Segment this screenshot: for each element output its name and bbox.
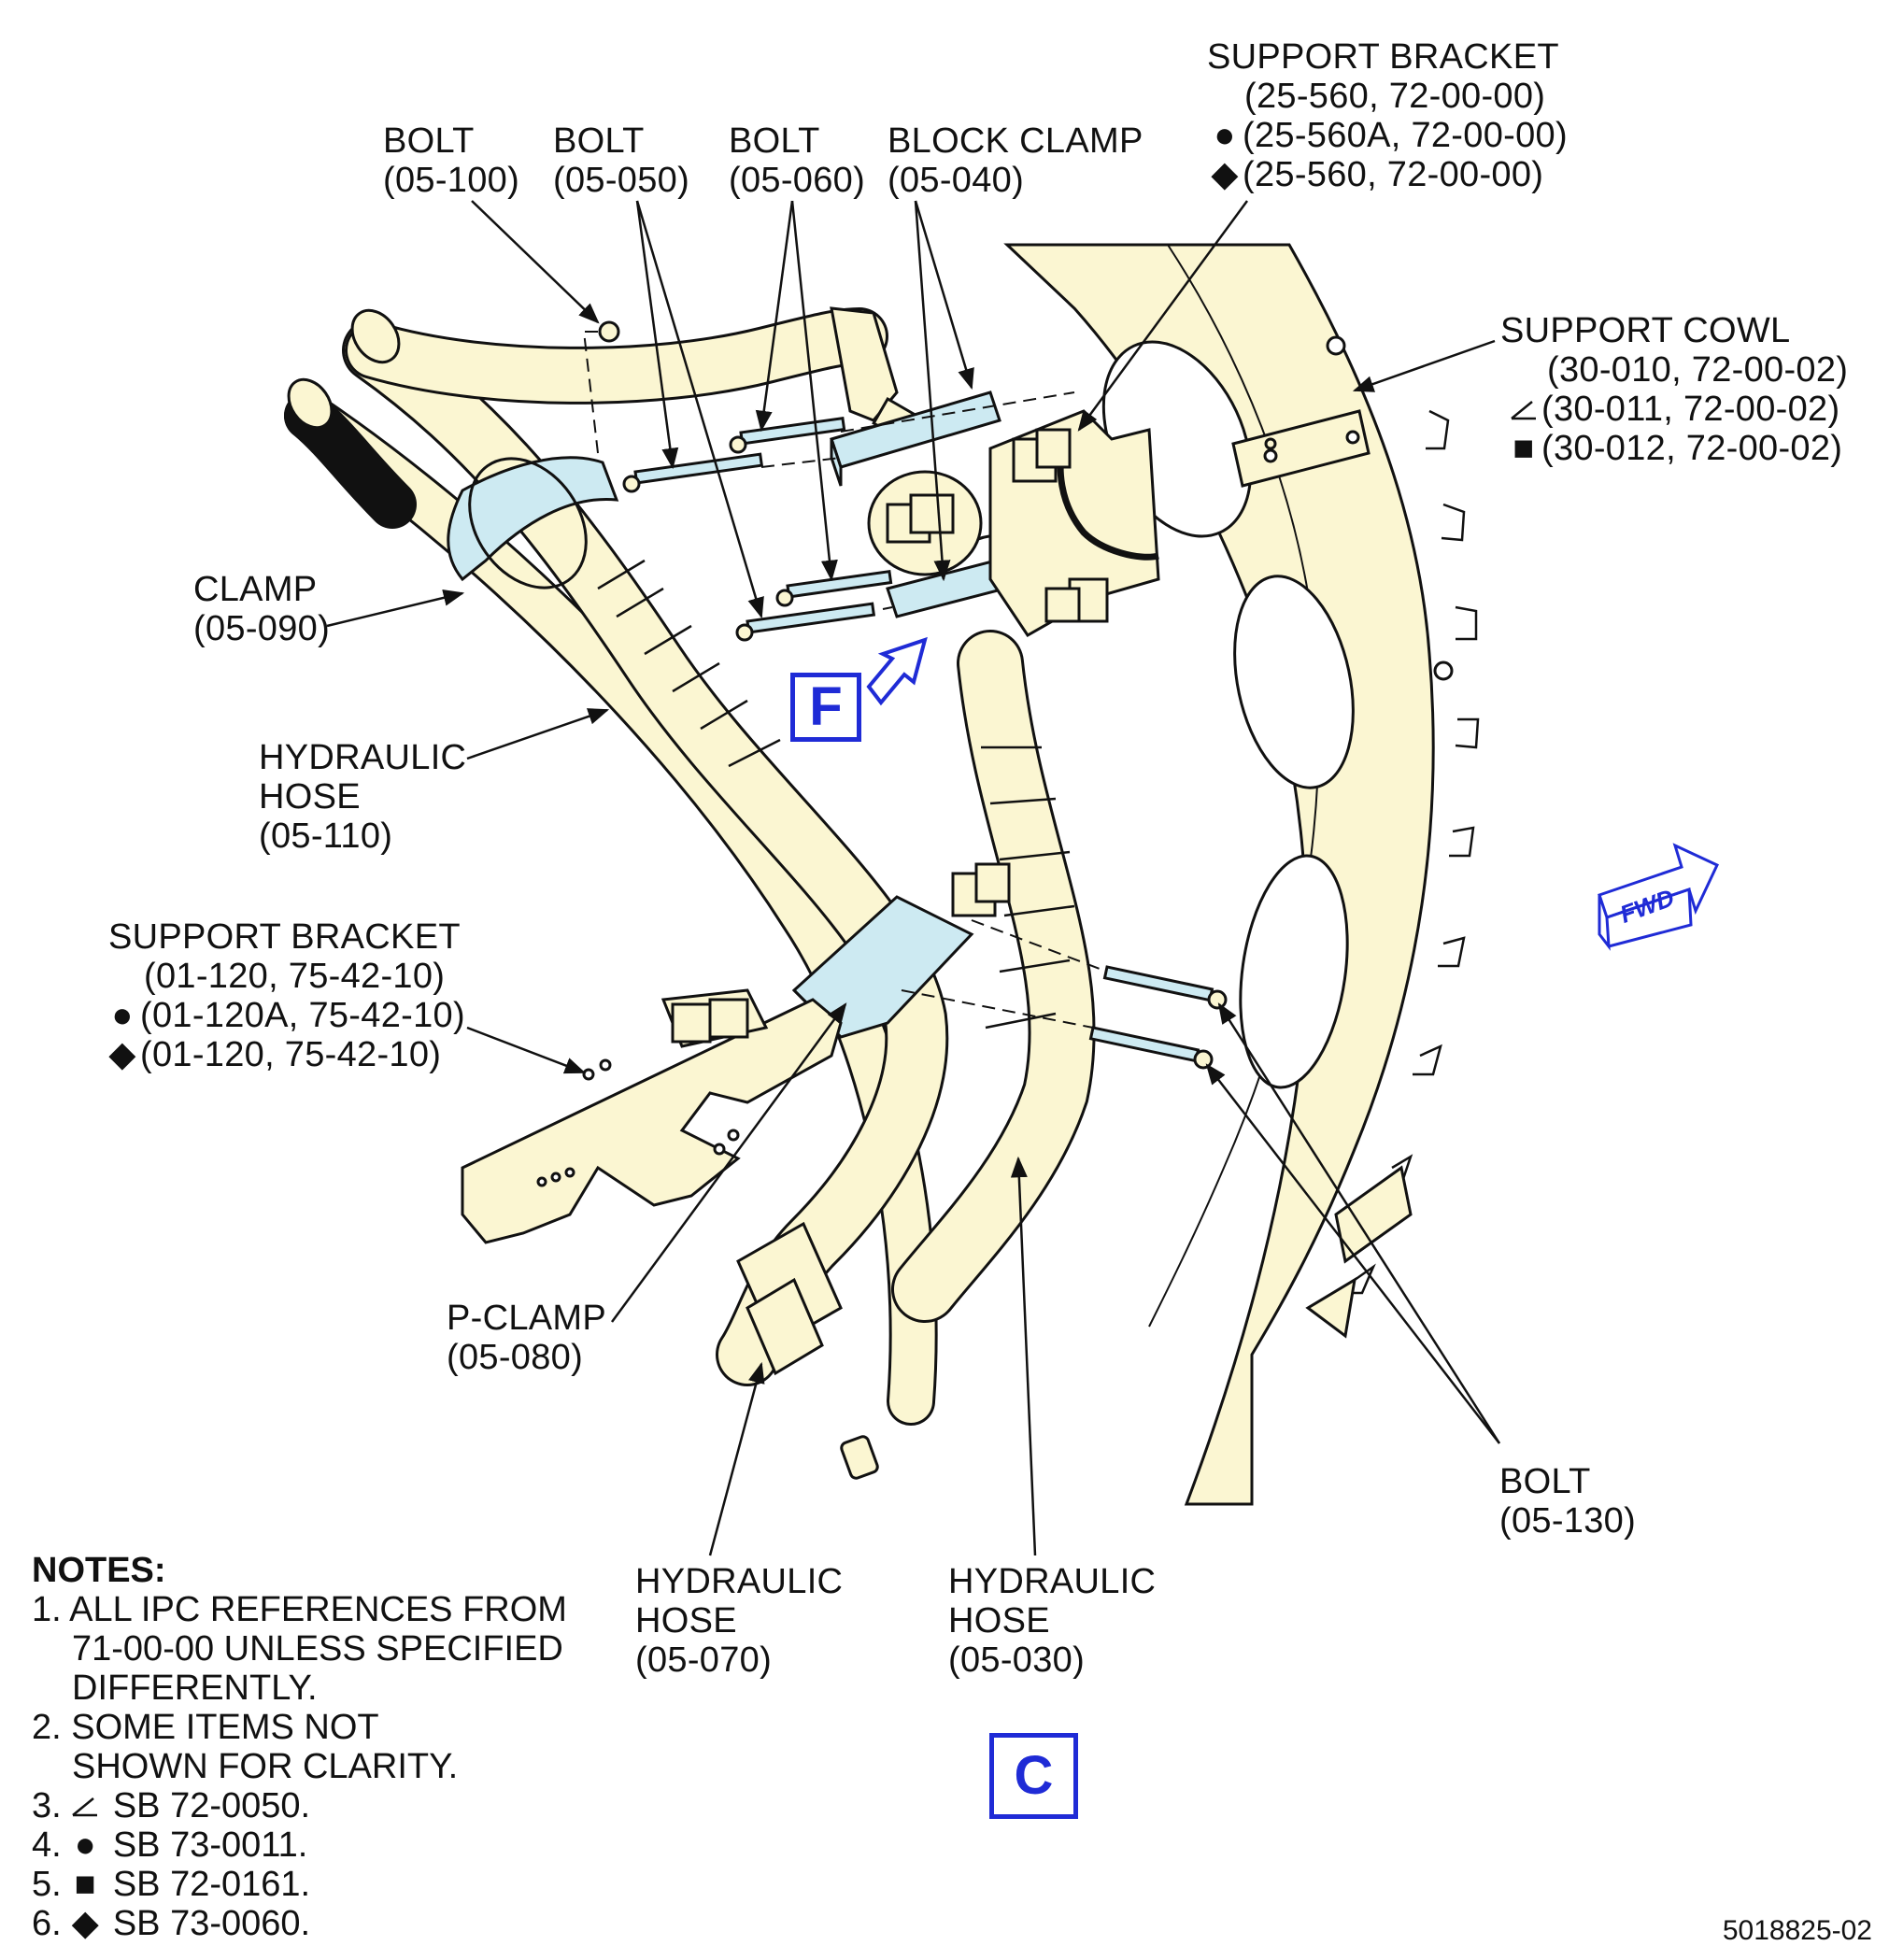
callout-label: CLAMP <box>193 570 318 609</box>
callout-ref: (05-070) <box>635 1640 773 1680</box>
callout-ref-diamond: (25-560, 72-00-00) <box>1243 155 1544 194</box>
note-3: 3. SB 72-0050. <box>32 1786 567 1825</box>
callout-block-clamp: BLOCK CLAMP (05-040) <box>888 121 1143 200</box>
square-symbol-icon: ■ <box>74 1865 96 1904</box>
view-f-arrow <box>866 636 928 706</box>
callout-p-clamp: P-CLAMP (05-080) <box>447 1299 606 1377</box>
callout-support-cowl: SUPPORT COWL (30-010, 72-00-02) (30-011,… <box>1500 311 1848 468</box>
notes-heading: NOTES: <box>32 1551 166 1590</box>
triangle-symbol-icon <box>1510 390 1538 429</box>
callout-ref-triangle: (30-011, 72-00-02) <box>1541 390 1840 429</box>
callout-clamp: CLAMP (05-090) <box>193 570 330 648</box>
callout-bolt-05-060: BOLT (05-060) <box>729 121 865 200</box>
callout-ref: (05-090) <box>193 609 331 648</box>
note-6-text: SB 73-0060. <box>112 1904 311 1943</box>
top-support-bracket <box>867 409 1160 637</box>
diamond-symbol-icon: ◆ <box>108 1035 136 1074</box>
callout-ref: (05-030) <box>948 1640 1086 1680</box>
callout-ref: (25-560, 72-00-00) <box>1244 77 1546 116</box>
note-1-line-2: 71-00-00 UNLESS SPECIFIED <box>72 1629 563 1669</box>
lower-support-bracket <box>461 862 1011 1244</box>
callout-line2: HOSE <box>635 1601 737 1640</box>
note-5-text: SB 72-0161. <box>112 1865 311 1904</box>
callout-ref-diamond: (01-120, 75-42-10) <box>140 1035 442 1074</box>
view-tag-c[interactable]: C <box>989 1733 1078 1819</box>
callout-ref-square: (30-012, 72-00-02) <box>1541 429 1843 468</box>
callout-line2: HOSE <box>259 777 361 817</box>
bolts <box>598 320 1228 1070</box>
fwd-arrow: FWD <box>1598 843 1719 951</box>
circle-symbol-icon: ● <box>74 1825 96 1865</box>
callout-line1: HYDRAULIC <box>635 1562 844 1601</box>
callout-label: BOLT <box>729 121 820 161</box>
note-2-line-1: 2. SOME ITEMS NOT <box>32 1708 379 1747</box>
callout-label: BOLT <box>553 121 645 161</box>
callout-hydraulic-hose-05-110: HYDRAULIC HOSE (05-110) <box>259 738 466 856</box>
callout-ref: (05-100) <box>383 161 520 200</box>
callout-ref-circle: (25-560A, 72-00-00) <box>1243 116 1568 155</box>
callout-bolt-05-100: BOLT (05-100) <box>383 121 519 200</box>
triangle-symbol-icon <box>71 1786 99 1825</box>
callout-ref: (05-050) <box>553 161 690 200</box>
callout-label: SUPPORT COWL <box>1500 311 1791 350</box>
callout-ref: (05-080) <box>447 1338 584 1377</box>
callout-ref: (05-060) <box>729 161 866 200</box>
note-4-number: 4. <box>32 1825 62 1865</box>
note-2-line-2: SHOWN FOR CLARITY. <box>72 1747 459 1786</box>
note-6: 6. ◆ SB 73-0060. <box>32 1904 567 1943</box>
diamond-symbol-icon: ◆ <box>1211 155 1239 194</box>
callout-label: BOLT <box>383 121 475 161</box>
note-5: 5. ■ SB 72-0161. <box>32 1865 567 1904</box>
callout-ref: (05-040) <box>888 161 1025 200</box>
diamond-symbol-icon: ◆ <box>71 1904 99 1943</box>
callout-label: SUPPORT BRACKET <box>108 917 461 957</box>
notes-block: NOTES: 1. ALL IPC REFERENCES FROM 71-00-… <box>32 1551 567 1943</box>
callout-label: BOLT <box>1499 1462 1591 1501</box>
note-1-line-1: 1. ALL IPC REFERENCES FROM <box>32 1590 567 1629</box>
callout-ref: (01-120, 75-42-10) <box>144 957 446 996</box>
note-4: 4. ● SB 73-0011. <box>32 1825 567 1865</box>
callout-ref: (05-110) <box>259 817 393 856</box>
callout-ref-circle: (01-120A, 75-42-10) <box>140 996 465 1035</box>
callout-ref: (05-130) <box>1499 1501 1637 1541</box>
leader-lines <box>326 200 1501 1556</box>
callout-bolt-05-050: BOLT (05-050) <box>553 121 689 200</box>
view-tag-f[interactable]: F <box>790 673 861 742</box>
note-3-number: 3. <box>32 1786 62 1825</box>
callout-support-bracket-top: SUPPORT BRACKET (25-560, 72-00-00) ●(25-… <box>1207 37 1568 194</box>
callout-support-bracket-left: SUPPORT BRACKET (01-120, 75-42-10) ●(01-… <box>108 917 465 1074</box>
note-4-text: SB 73-0011. <box>112 1825 308 1865</box>
callout-line2: HOSE <box>948 1601 1050 1640</box>
square-symbol-icon: ■ <box>1513 429 1535 468</box>
clamps <box>447 391 1029 1039</box>
callout-hydraulic-hose-05-070: HYDRAULIC HOSE (05-070) <box>635 1562 843 1680</box>
callout-ref: (30-010, 72-00-02) <box>1547 350 1849 390</box>
callout-label: BLOCK CLAMP <box>888 121 1143 161</box>
document-number: 5018825-02 <box>1722 1915 1872 1946</box>
note-5-number: 5. <box>32 1865 62 1904</box>
callout-label: SUPPORT BRACKET <box>1207 37 1559 77</box>
note-1-line-3: DIFFERENTLY. <box>72 1669 318 1708</box>
callout-hydraulic-hose-05-030: HYDRAULIC HOSE (05-030) <box>948 1562 1156 1680</box>
callout-label: P-CLAMP <box>447 1299 607 1338</box>
circle-symbol-icon: ● <box>1214 116 1236 155</box>
callout-line1: HYDRAULIC <box>259 738 467 777</box>
note-3-text: SB 72-0050. <box>112 1786 311 1825</box>
callout-line1: HYDRAULIC <box>948 1562 1157 1601</box>
note-6-number: 6. <box>32 1904 62 1943</box>
circle-symbol-icon: ● <box>111 996 134 1035</box>
support-cowl <box>1003 243 1480 1506</box>
callout-bolt-05-130: BOLT (05-130) <box>1499 1462 1636 1541</box>
